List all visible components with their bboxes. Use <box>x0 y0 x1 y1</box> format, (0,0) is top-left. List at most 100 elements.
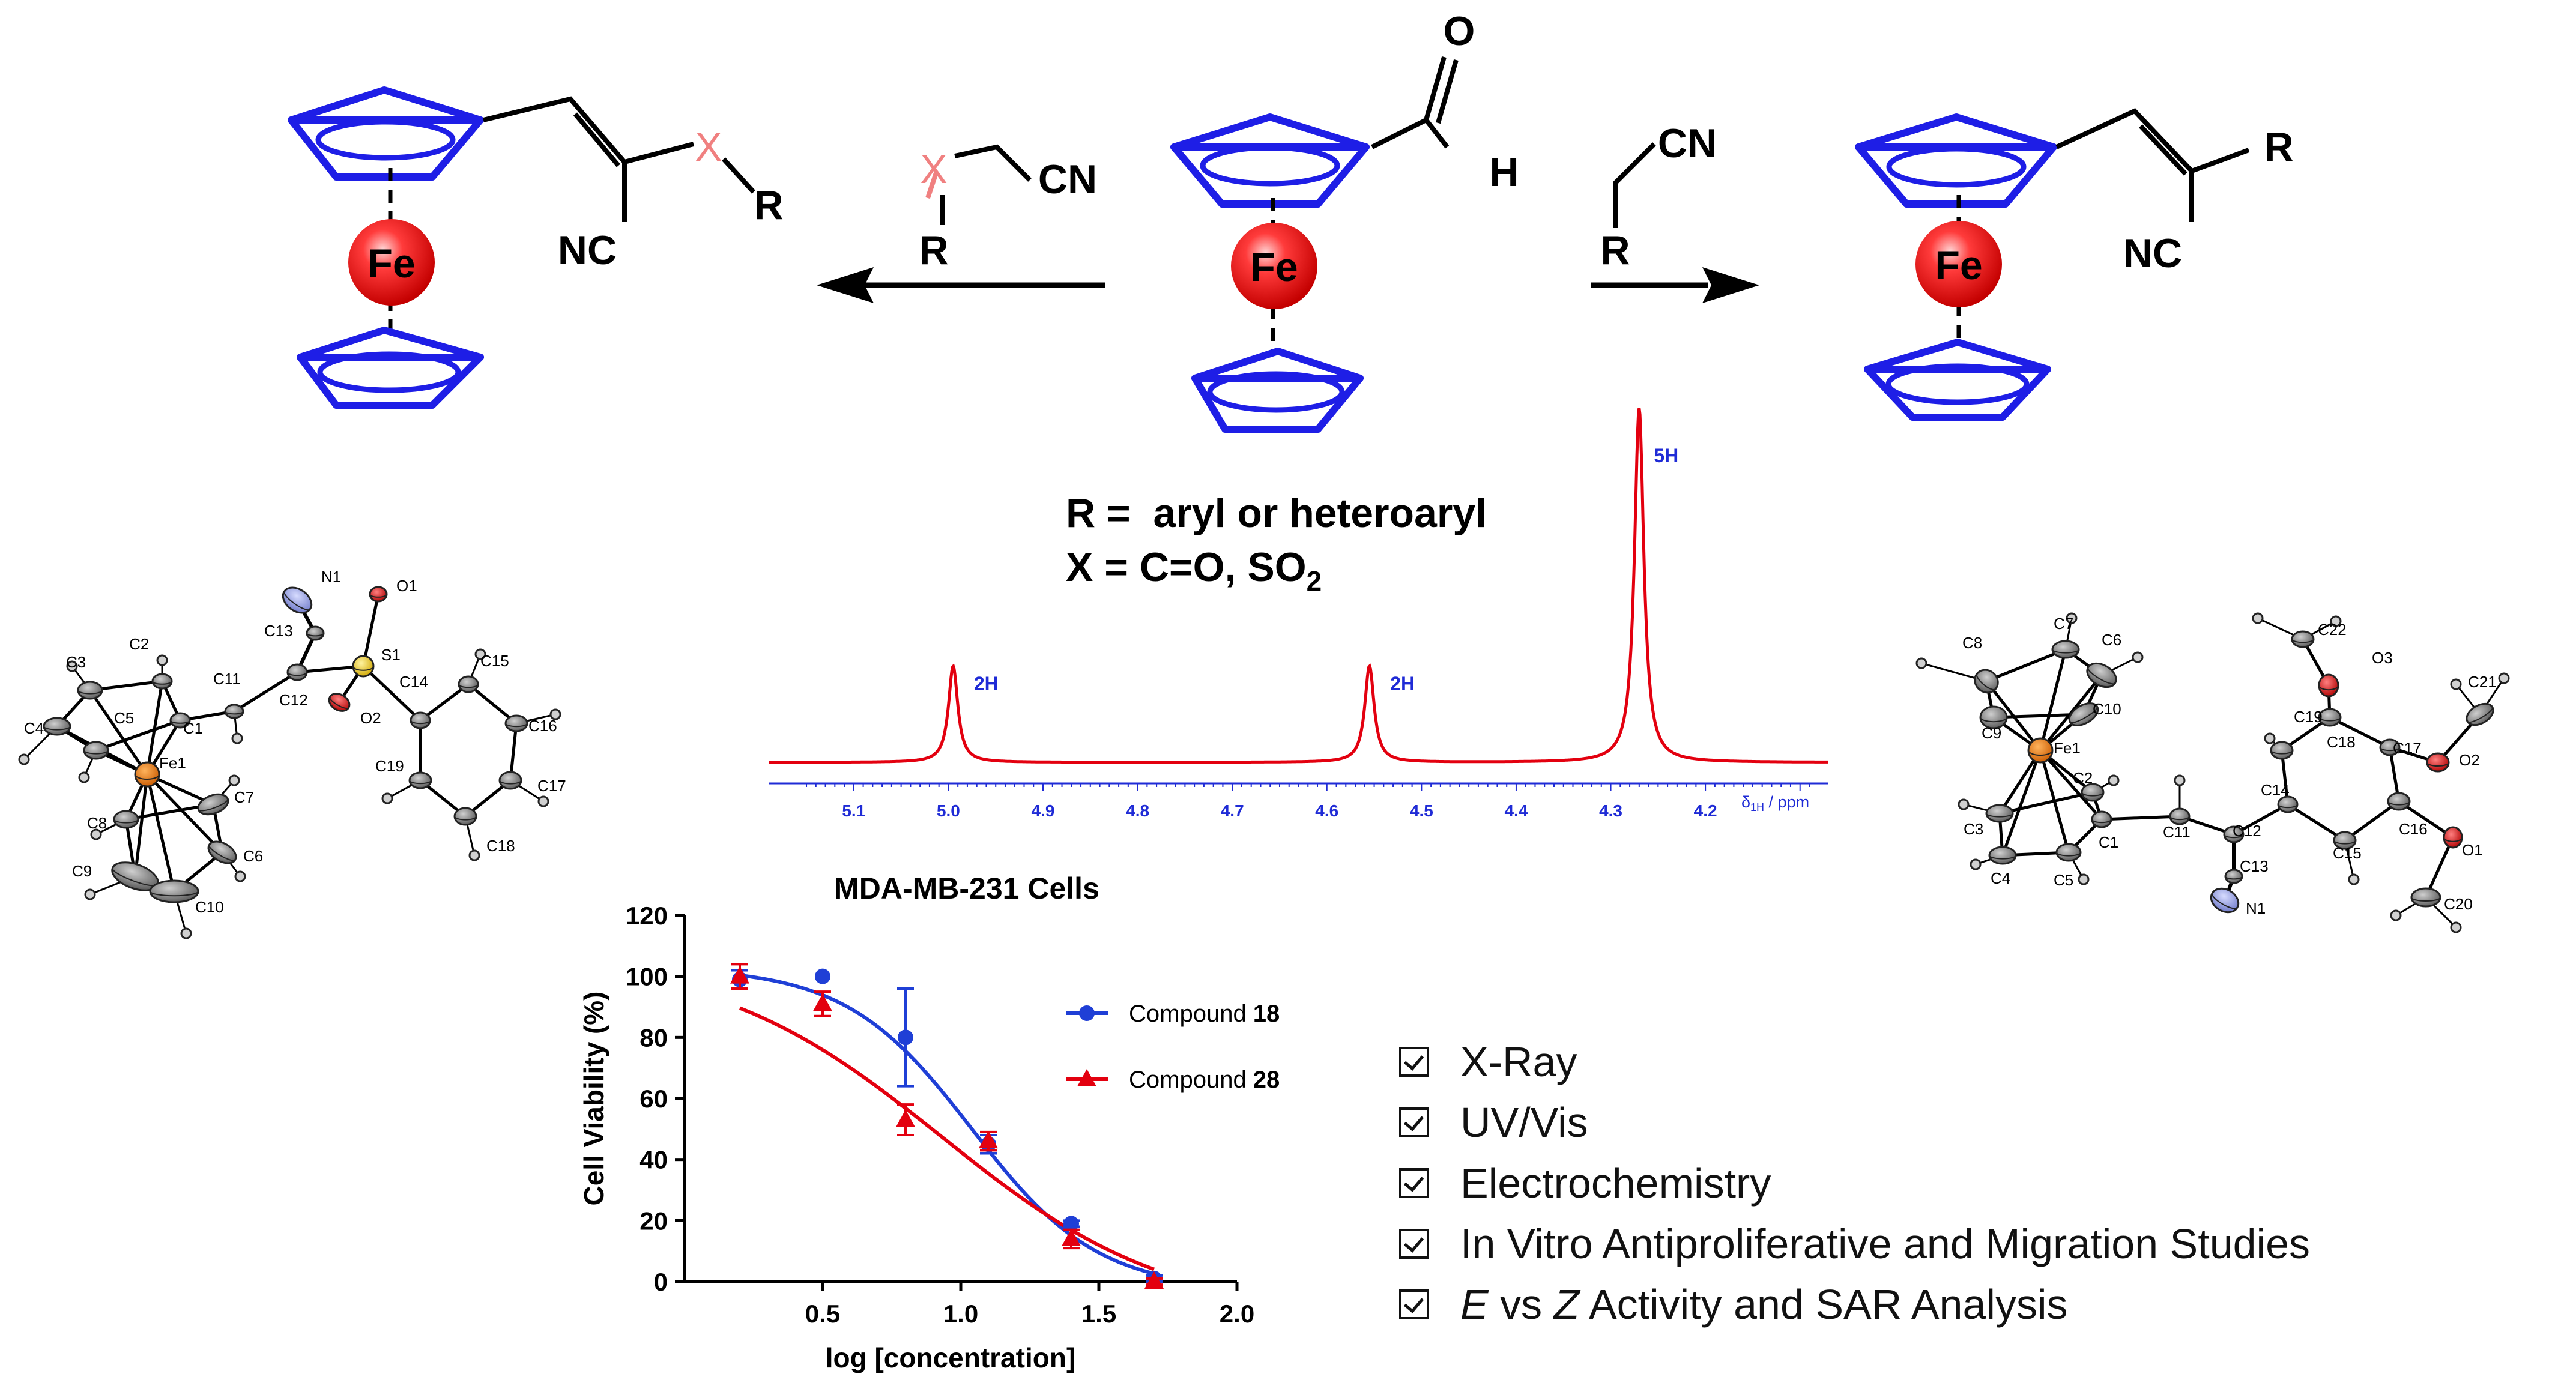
xray-bond <box>95 719 181 752</box>
xray-principal-ellipse <box>283 591 311 611</box>
xray-atom-label: C6 <box>2102 631 2121 649</box>
xray-atom-label: C13 <box>264 622 293 640</box>
xray-principal-ellipse <box>2387 801 2410 806</box>
xray-atom <box>408 771 432 789</box>
chart-x-tick-label: 1.5 <box>1081 1300 1116 1328</box>
xray-atom-label: C18 <box>2327 733 2356 751</box>
xray-atom <box>2169 807 2191 825</box>
legend-marker <box>1079 1005 1095 1021</box>
xray-atom-label: C3 <box>1964 820 1983 838</box>
nmr-tick-label: 4.2 <box>1694 801 1717 820</box>
xray-principal-ellipse <box>1989 855 2016 860</box>
xray-bond <box>2039 649 2067 751</box>
xray-principal-ellipse <box>2081 792 2104 797</box>
xray-bond <box>2398 800 2454 839</box>
right-iron-atom: Fe <box>1915 221 2002 307</box>
right-product-r: R <box>2264 124 2293 170</box>
xray-principal-ellipse <box>2318 685 2339 691</box>
nmr-tick-label: 4.3 <box>1599 801 1622 820</box>
xray-atom-label: C10 <box>2093 700 2121 718</box>
xray-atom <box>282 586 313 614</box>
xray-atom-label: C2 <box>2073 769 2093 787</box>
xray-atom <box>286 663 308 681</box>
xray-atom-label: C14 <box>399 673 428 691</box>
xray-principal-ellipse <box>83 750 109 755</box>
xray-bond <box>1999 791 2093 815</box>
x-definition: X = C=O, SO2 <box>1066 544 1322 597</box>
xray-bond <box>509 723 518 781</box>
xray-atom-label: C6 <box>243 847 263 865</box>
xray-atom <box>83 741 109 760</box>
xray-bond <box>2233 803 2289 836</box>
checklist-text: UV/Vis <box>1460 1098 1588 1146</box>
xray-atom <box>453 807 477 826</box>
xray-bond <box>2344 800 2400 842</box>
xray-atom-label: C21 <box>2468 673 2497 691</box>
xray-principal-ellipse <box>2069 706 2098 723</box>
xray-principal-ellipse <box>1980 717 2007 723</box>
xray-principal-ellipse <box>505 723 528 728</box>
right-product-molecule: Fe R NC <box>1855 108 2294 421</box>
left-product-molecule: Fe X R NC <box>288 86 784 409</box>
xray-atom <box>410 711 431 729</box>
xray-atom-label: C11 <box>213 670 241 688</box>
xray-hydrogen <box>2450 921 2462 933</box>
xray-hydrogen <box>1958 798 1970 810</box>
xray-bond <box>2039 749 2103 821</box>
xray-atom-label: C15 <box>2333 844 2362 862</box>
nmr-tick-label: 5.0 <box>937 801 960 820</box>
chart-y-tick-label: 80 <box>639 1023 668 1052</box>
xray-atom-label: C11 <box>2163 823 2191 841</box>
xray-atom <box>2055 843 2082 862</box>
xray-atom <box>458 675 479 693</box>
left-product-r: R <box>754 182 783 228</box>
xray-principal-ellipse <box>225 711 244 715</box>
xray-principal-ellipse <box>2380 747 2400 752</box>
xray-principal-ellipse <box>2225 876 2243 880</box>
methods-checklist: X-Ray UV/Vis Electrochemistry In Vitro A… <box>1399 1031 2528 1334</box>
xray-atom-label: C1 <box>2099 833 2118 851</box>
checklist-e-italic: E <box>1460 1280 1489 1328</box>
xray-atom <box>328 693 351 712</box>
xray-atom <box>197 793 229 816</box>
xray-hydrogen <box>2264 732 2276 744</box>
chart-y-tick-label: 120 <box>626 902 668 930</box>
chart-xlabel: log [concentration] <box>826 1342 1076 1373</box>
xray-bond <box>133 774 149 877</box>
legend-label: Compound 18 <box>1129 1001 1280 1027</box>
xray-atom <box>77 681 103 700</box>
xray-atom-label: N1 <box>2246 899 2266 917</box>
nmr-tick-label: 4.6 <box>1315 801 1338 820</box>
xray-bond <box>2329 716 2391 749</box>
data-point <box>813 993 832 1011</box>
xray-atom <box>1985 804 2014 823</box>
xray-atom-label: C7 <box>234 788 254 806</box>
xray-hydrogen <box>2174 774 2186 786</box>
xray-atom-label: C19 <box>375 757 404 775</box>
xray-bond <box>2101 815 2180 821</box>
checklist-text: E vs Z Activity and SAR Analysis <box>1460 1280 2068 1328</box>
right-reagent: CN R <box>1600 121 1717 273</box>
data-point <box>1144 1271 1164 1289</box>
nmr-tick-label: 4.7 <box>1221 801 1244 820</box>
legend-label: Compound 28 <box>1129 1067 1280 1093</box>
xray-atom <box>151 673 173 690</box>
legend-marker <box>1077 1069 1096 1086</box>
left-product-nc: NC <box>558 227 617 273</box>
xray-hydrogen <box>468 849 480 861</box>
checklist-z-italic: Z <box>1553 1280 1580 1328</box>
xray-atom <box>1988 846 2017 865</box>
xray-hydrogen <box>2390 909 2402 921</box>
chart-x-tick-label: 2.0 <box>1220 1300 1254 1328</box>
checkbox-checked-icon <box>1399 1046 1429 1077</box>
checklist-text: In Vitro Antiproliferative and Migration… <box>1460 1220 2311 1267</box>
x-definition-main: X = C=O, SO <box>1066 544 1307 590</box>
center-starting-material: Fe O H <box>1170 8 1519 433</box>
xray-hydrogen <box>537 795 549 807</box>
xray-bond <box>2424 836 2455 899</box>
left-fe-label: Fe <box>367 241 415 286</box>
checklist-item-electrochemistry: Electrochemistry <box>1399 1152 2528 1213</box>
checkbox-checked-icon <box>1399 1228 1429 1259</box>
